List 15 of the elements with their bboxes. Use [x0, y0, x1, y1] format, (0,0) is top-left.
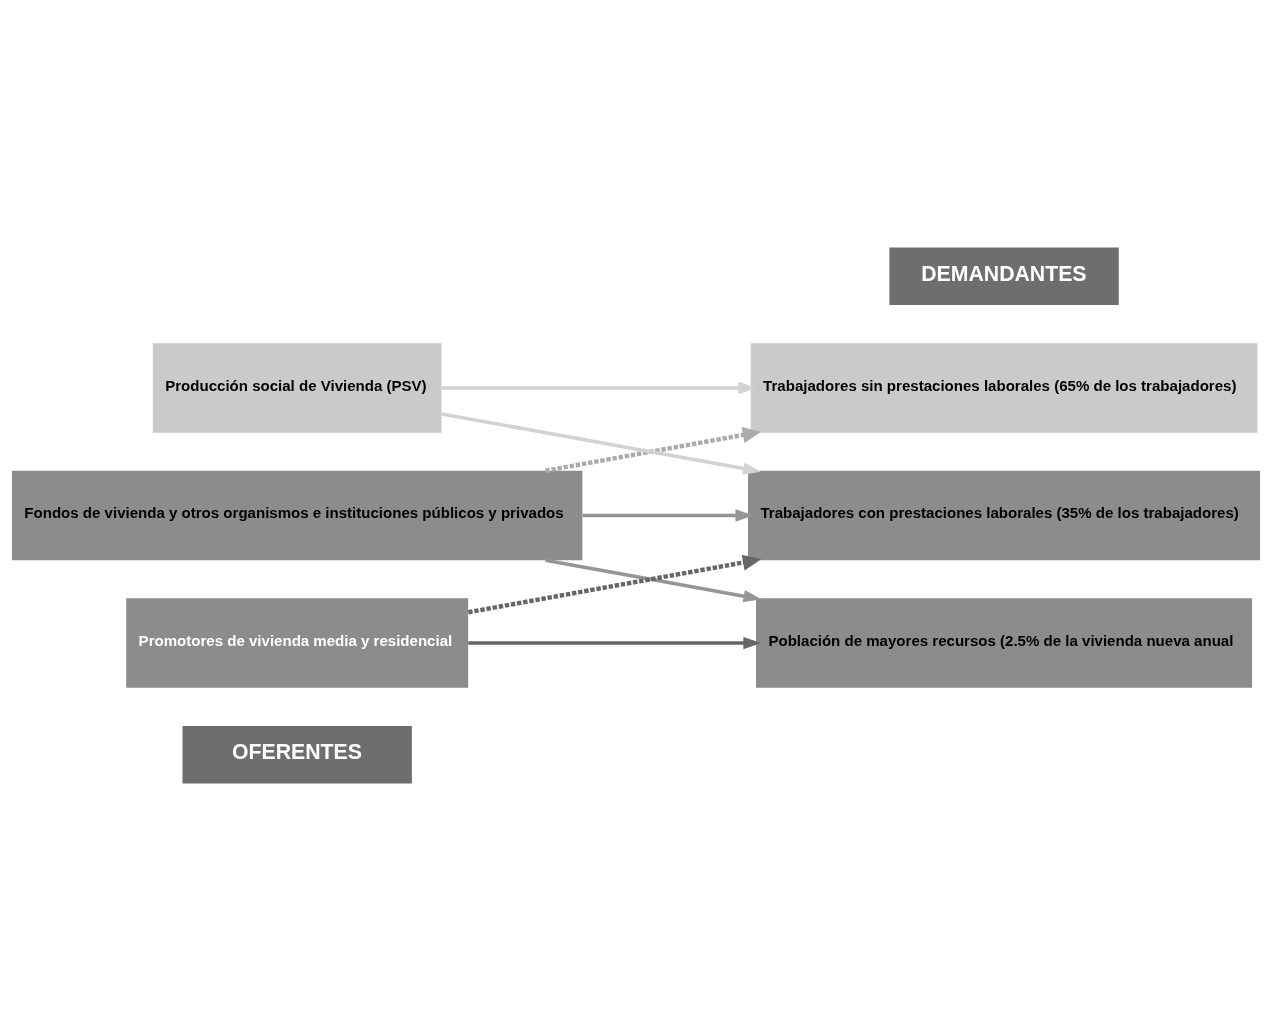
arrow — [467, 554, 762, 615]
node-box: Fondos de vivienda y otros organismos e instituciones públicos y privados — [11, 470, 583, 561]
arrow — [468, 636, 762, 650]
arrow — [441, 412, 761, 475]
arrow — [545, 427, 762, 473]
arrow — [545, 558, 762, 603]
node-box: Población de mayores recursos (2.5% de la vivienda nueva anual — [756, 598, 1253, 688]
node-box: OFERENTES — [182, 725, 412, 784]
arrow — [582, 509, 754, 522]
arrow — [441, 381, 757, 395]
node-box: Producción social de Vivienda (PSV) — [152, 343, 442, 433]
node-box: Promotores de vivienda media y residencial — [126, 598, 469, 688]
node-box: DEMANDANTES — [889, 247, 1119, 306]
node-box: Trabajadores con prestaciones laborales (35% de los trabajadores) — [748, 470, 1261, 561]
node-box: Trabajadores sin prestaciones laborales (65% de los trabajadores) — [750, 343, 1258, 433]
